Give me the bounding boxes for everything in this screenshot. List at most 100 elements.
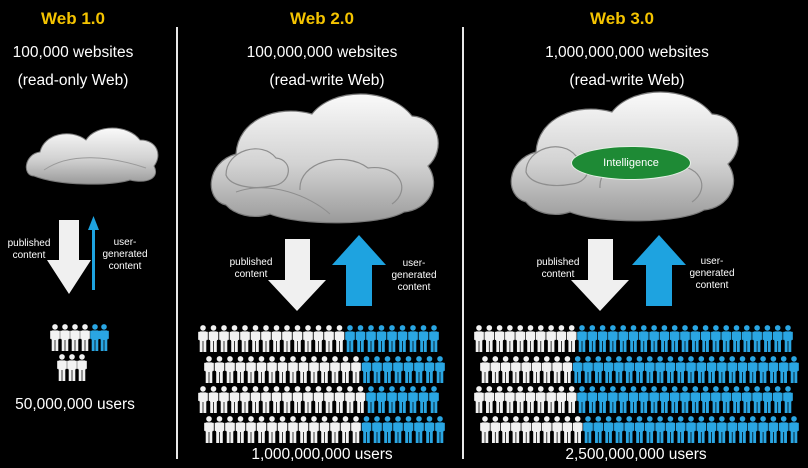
user-icon-blue bbox=[638, 325, 649, 352]
user-icon-blue bbox=[762, 325, 773, 352]
user-icon-white bbox=[250, 386, 261, 413]
user-icon-blue bbox=[731, 386, 742, 413]
web-mode-web-2: (read-write Web) bbox=[269, 72, 385, 89]
user-icon-blue bbox=[680, 325, 690, 352]
published-content-label-web-3: published content bbox=[536, 257, 580, 280]
user-icon-white bbox=[319, 356, 330, 383]
user-icon-blue bbox=[90, 324, 100, 351]
user-icon-white bbox=[531, 416, 542, 443]
user-icon-blue bbox=[577, 386, 587, 413]
user-icon-white bbox=[225, 356, 235, 383]
user-icon-white bbox=[556, 386, 567, 413]
user-icon-blue bbox=[768, 416, 779, 443]
user-icon-blue bbox=[649, 386, 659, 413]
user-icon-blue bbox=[382, 356, 393, 383]
user-icon-blue bbox=[608, 325, 618, 352]
user-icon-white bbox=[80, 324, 90, 351]
published-arrow-web-2 bbox=[268, 239, 326, 311]
user-icon-blue bbox=[706, 416, 717, 443]
user-icon-blue bbox=[583, 416, 593, 443]
user-icon-white bbox=[309, 416, 319, 443]
published-content-label-web-2: published content bbox=[229, 257, 273, 280]
user-icon-blue bbox=[747, 356, 758, 383]
web-mode-web-1: (read-only Web) bbox=[17, 72, 129, 89]
user-icon-blue bbox=[717, 356, 727, 383]
user-icon-white bbox=[525, 386, 536, 413]
user-icon-white bbox=[500, 416, 511, 443]
published-arrow-web-1 bbox=[47, 220, 91, 294]
user-icon-white bbox=[214, 356, 225, 383]
user-icon-white bbox=[235, 416, 246, 443]
user-icon-blue bbox=[593, 416, 604, 443]
user-icon-blue bbox=[737, 416, 748, 443]
user-icon-white bbox=[282, 386, 292, 413]
user-icon-blue bbox=[772, 325, 783, 352]
user-icon-blue bbox=[408, 325, 418, 352]
column-title-web-1: Web 1.0 bbox=[41, 9, 105, 28]
user-icon-blue bbox=[669, 325, 680, 352]
user-icon-blue bbox=[680, 386, 690, 413]
user-icon-white bbox=[261, 386, 271, 413]
user-icon-blue bbox=[387, 325, 397, 352]
user-icon-white bbox=[511, 416, 521, 443]
column-title-web-3: Web 3.0 bbox=[590, 9, 654, 28]
user-icon-white bbox=[474, 386, 484, 413]
user-icon-blue bbox=[778, 356, 789, 383]
user-icon-blue bbox=[628, 386, 639, 413]
user-icon-blue bbox=[752, 386, 762, 413]
user-icon-blue bbox=[789, 356, 799, 383]
user-icon-blue bbox=[659, 325, 670, 352]
user-icon-blue bbox=[424, 416, 435, 443]
user-icon-blue bbox=[758, 416, 768, 443]
cloud-web-1 bbox=[25, 127, 159, 185]
user-icon-white bbox=[484, 325, 495, 352]
user-icon-blue bbox=[408, 386, 418, 413]
user-icon-blue bbox=[608, 386, 618, 413]
user-icon-white bbox=[298, 416, 309, 443]
user-icon-blue bbox=[783, 386, 793, 413]
user-icon-white bbox=[313, 325, 324, 352]
user-icon-blue bbox=[690, 386, 701, 413]
user-icon-white bbox=[277, 356, 288, 383]
user-icon-blue bbox=[762, 386, 773, 413]
user-icon-blue bbox=[366, 386, 376, 413]
user-generated-arrow-web-3 bbox=[632, 235, 686, 306]
user-icon-white bbox=[292, 325, 303, 352]
user-icon-white bbox=[351, 356, 361, 383]
user-crowds bbox=[50, 324, 799, 443]
user-icon-white bbox=[67, 354, 77, 381]
user-icon-blue bbox=[587, 386, 598, 413]
user-icon-white bbox=[198, 325, 208, 352]
user-icon-white bbox=[208, 325, 219, 352]
user-icon-white bbox=[340, 356, 351, 383]
cloud-web-2 bbox=[210, 93, 439, 224]
user-icon-white bbox=[246, 356, 256, 383]
user-icon-white bbox=[546, 386, 556, 413]
user-icon-blue bbox=[675, 356, 686, 383]
user-icon-white bbox=[303, 386, 313, 413]
user-icon-blue bbox=[418, 325, 429, 352]
user-icon-white bbox=[515, 325, 526, 352]
user-icon-blue bbox=[686, 416, 696, 443]
user-icon-white bbox=[566, 386, 577, 413]
user-icon-white bbox=[319, 416, 330, 443]
user-icon-blue bbox=[429, 325, 439, 352]
user-icon-white bbox=[282, 325, 292, 352]
user-icon-blue bbox=[372, 356, 382, 383]
user-icon-white bbox=[277, 416, 288, 443]
user-icon-blue bbox=[583, 356, 593, 383]
user-icon-blue bbox=[99, 324, 109, 351]
user-icon-blue bbox=[361, 356, 372, 383]
users-count-web-1: 50,000,000 users bbox=[15, 396, 135, 413]
user-icon-blue bbox=[628, 325, 639, 352]
user-icon-blue bbox=[355, 325, 366, 352]
intelligence-badge: Intelligence bbox=[571, 146, 691, 180]
user-icon-white bbox=[334, 325, 345, 352]
user-icon-blue bbox=[382, 416, 393, 443]
user-icon-white bbox=[292, 386, 303, 413]
user-icon-white bbox=[562, 356, 573, 383]
user-icon-white bbox=[225, 416, 235, 443]
user-icon-blue bbox=[644, 356, 655, 383]
user-icon-white bbox=[229, 325, 240, 352]
user-icon-blue bbox=[644, 416, 655, 443]
